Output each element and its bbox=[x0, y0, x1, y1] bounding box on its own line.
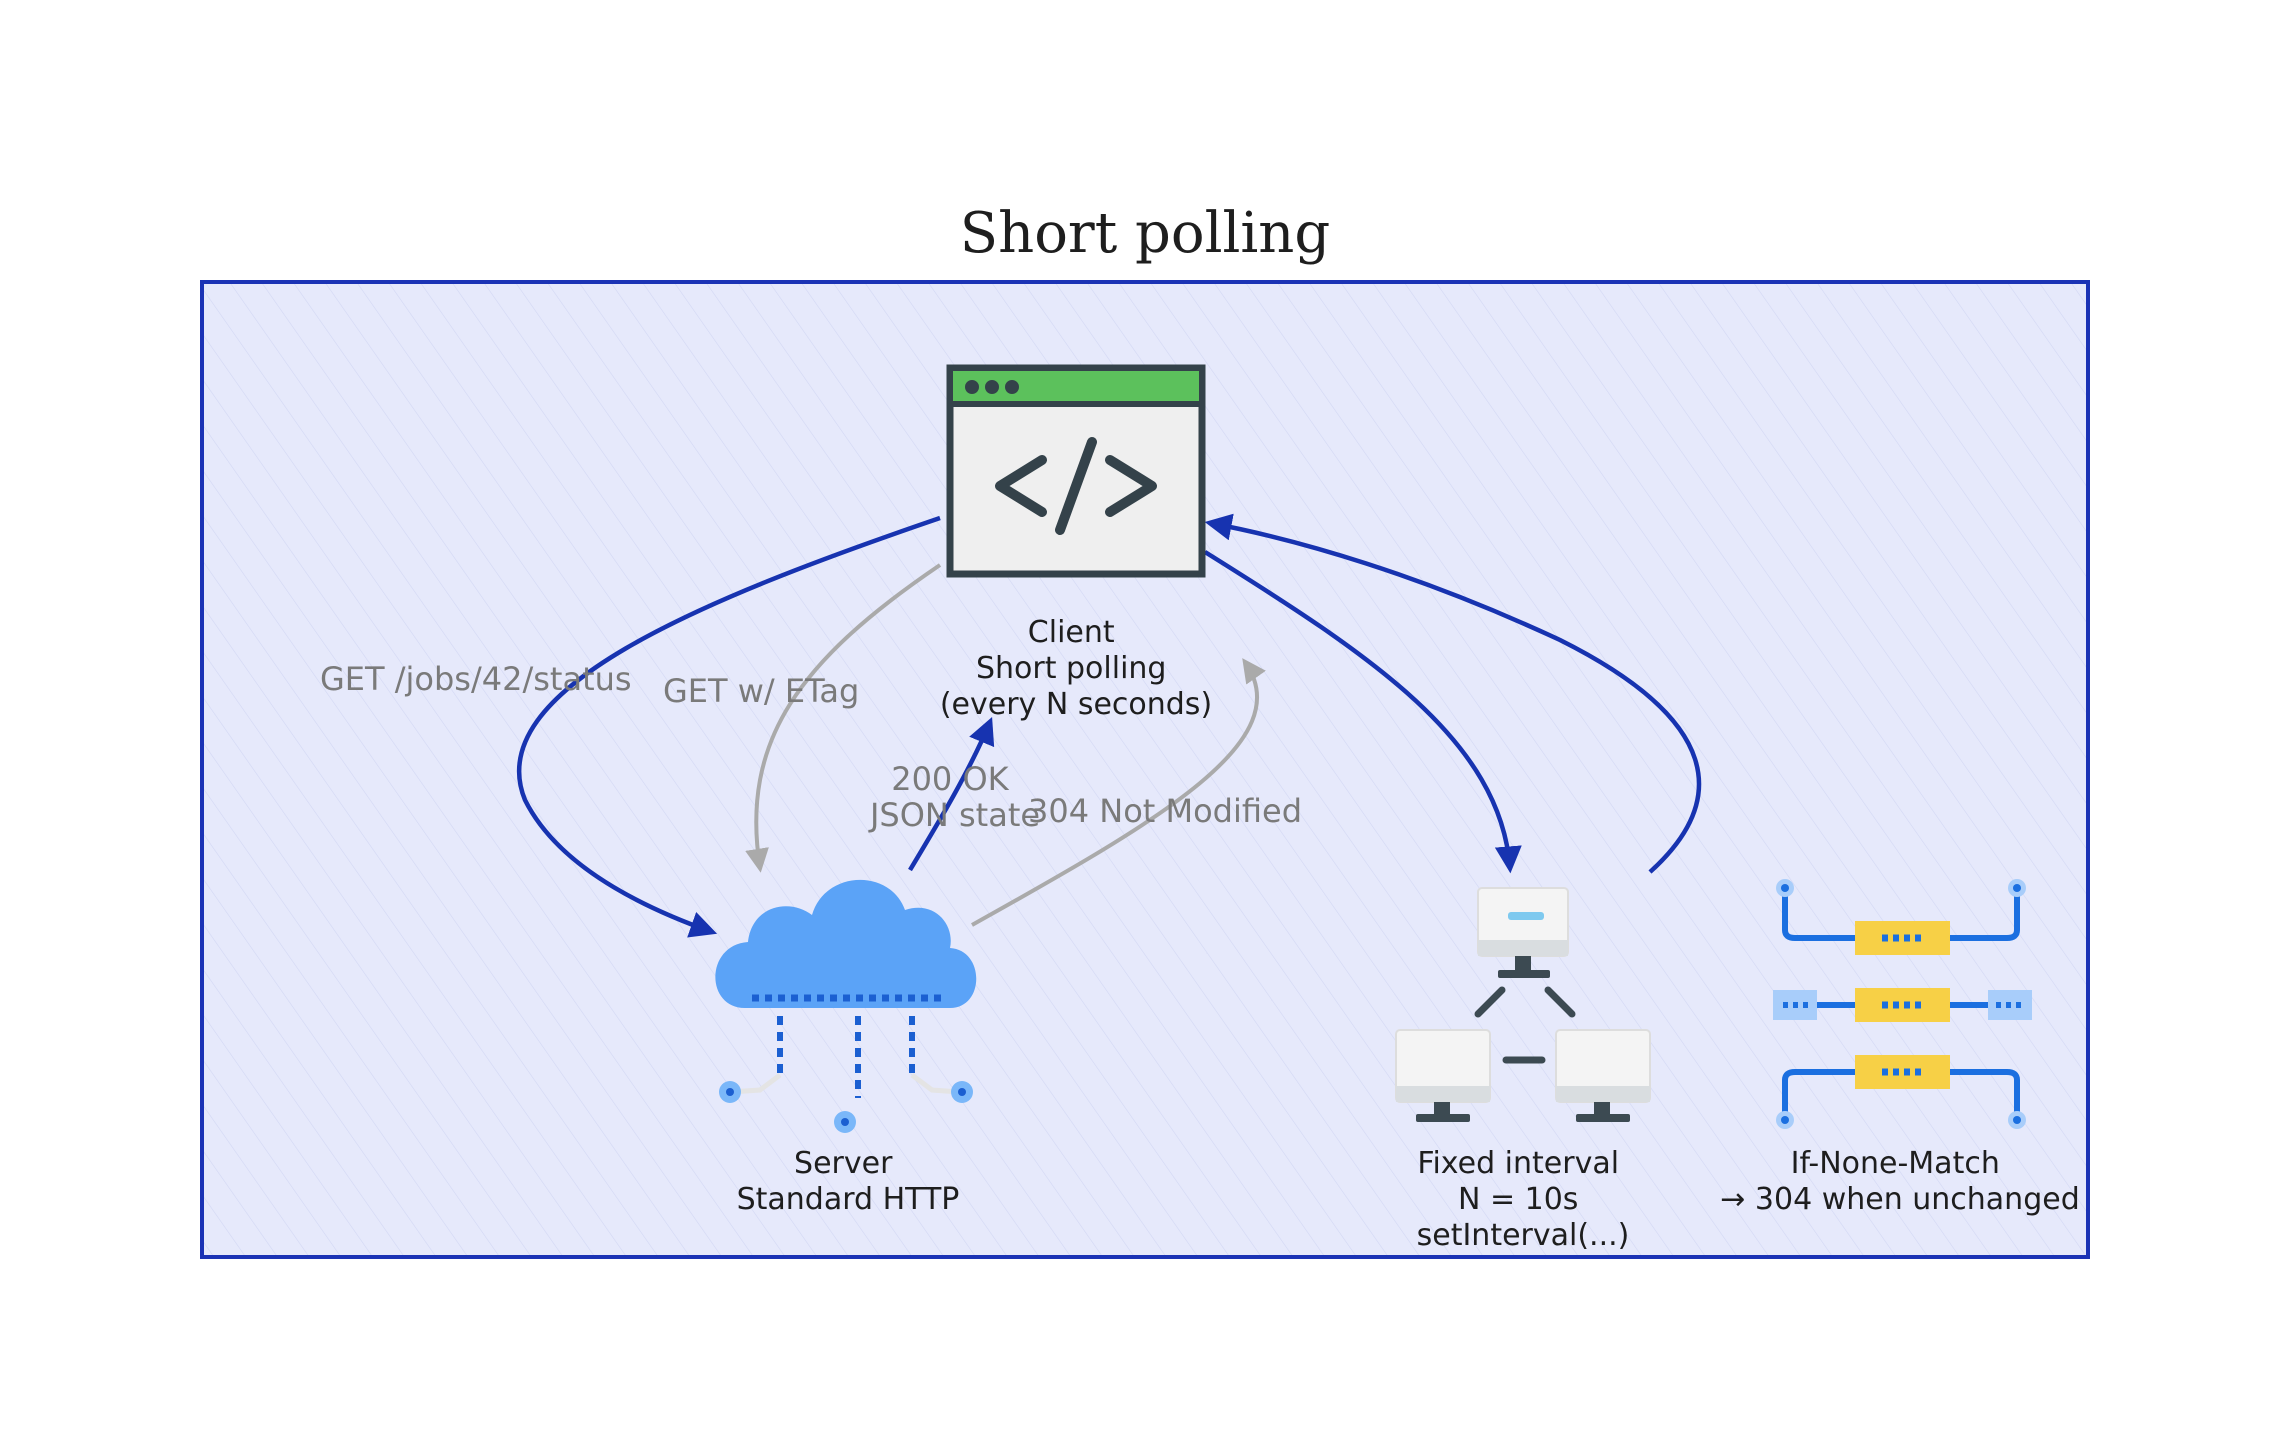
network-computers-icon bbox=[1395, 887, 1651, 1122]
interval-label-line3: setInterval(...) bbox=[1417, 1218, 1630, 1253]
etag-label: If-None-Match → 304 when unchanged bbox=[1720, 1146, 2080, 1217]
edge-client-to-server-etag[interactable] bbox=[745, 563, 942, 873]
browser-code-icon bbox=[946, 364, 1206, 578]
edge-label-304: 304 Not Modified bbox=[1028, 792, 1302, 830]
edge-interval-to-client[interactable] bbox=[1204, 513, 1702, 874]
edge-label-200-ok-line2: JSON state bbox=[868, 796, 1040, 834]
client-label: Client Short polling (every N seconds) bbox=[940, 615, 1212, 722]
connector-cables-icon bbox=[1773, 879, 2032, 1129]
server-label-line2: Standard HTTP bbox=[737, 1182, 960, 1217]
interval-label-line1: Fixed interval bbox=[1417, 1146, 1619, 1181]
edge-client-to-interval[interactable] bbox=[1203, 550, 1522, 874]
etag-label-line1: If-None-Match bbox=[1791, 1146, 2000, 1181]
edges bbox=[516, 513, 1702, 938]
client-label-line2: Short polling bbox=[976, 651, 1167, 686]
server-node[interactable]: Server Standard HTTP bbox=[715, 879, 977, 1217]
edge-label-200-ok: 200 OK JSON state bbox=[868, 760, 1040, 834]
client-label-line3: (every N seconds) bbox=[940, 687, 1212, 722]
etag-node[interactable]: If-None-Match → 304 when unchanged bbox=[1720, 879, 2080, 1217]
client-label-line1: Client bbox=[1028, 615, 1115, 650]
client-node[interactable]: Client Short polling (every N seconds) bbox=[940, 364, 1212, 722]
cloud-server-icon bbox=[715, 879, 977, 1133]
edge-label-get-etag: GET w/ ETag bbox=[663, 672, 859, 710]
edge-label-200-ok-line1: 200 OK bbox=[891, 760, 1009, 798]
edge-server-to-client-304[interactable] bbox=[971, 658, 1266, 927]
interval-label-line2: N = 10s bbox=[1458, 1182, 1578, 1217]
etag-label-line2: → 304 when unchanged bbox=[1720, 1182, 2080, 1217]
interval-node[interactable]: Fixed interval N = 10s setInterval(...) bbox=[1395, 887, 1651, 1253]
diagram-title: Short polling bbox=[960, 201, 1330, 266]
edge-client-to-server[interactable] bbox=[516, 515, 941, 938]
server-label-line1: Server bbox=[794, 1146, 893, 1181]
interval-label: Fixed interval N = 10s setInterval(...) bbox=[1417, 1146, 1630, 1253]
server-label: Server Standard HTTP bbox=[737, 1146, 960, 1217]
edge-label-get-status: GET /jobs/42/status bbox=[320, 660, 632, 698]
edge-server-to-client-ok[interactable] bbox=[908, 717, 995, 872]
